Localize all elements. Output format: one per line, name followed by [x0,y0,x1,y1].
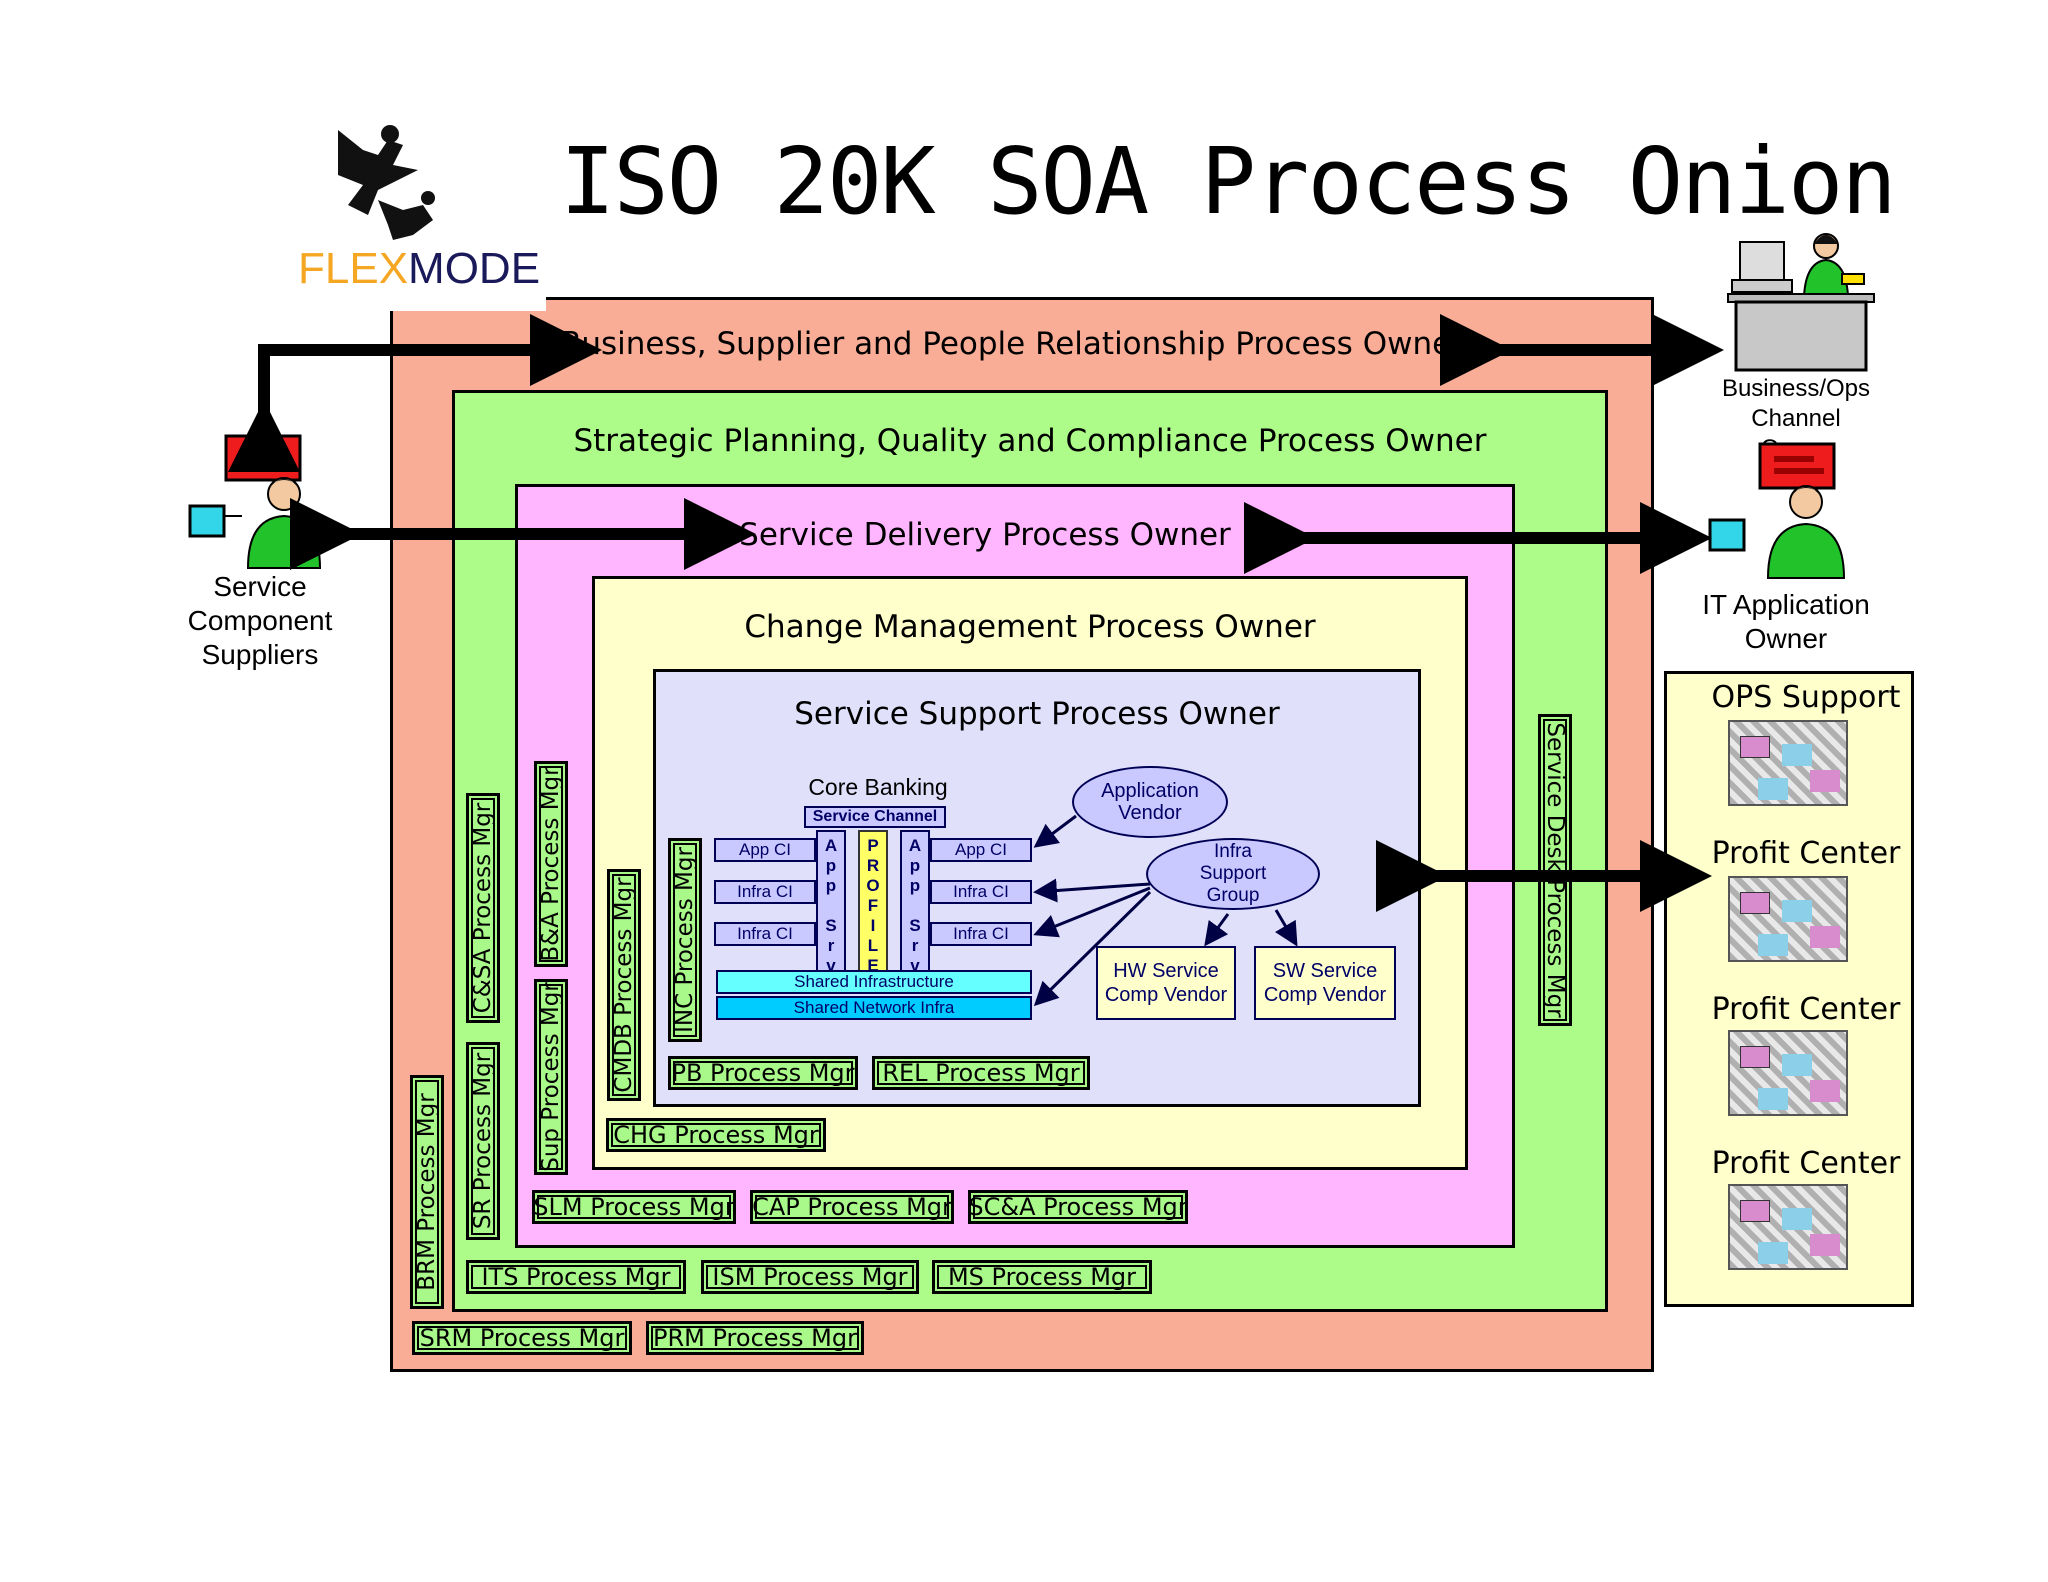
profit-center-3-title: Profit Center [1711,1146,1901,1181]
sw-service-vendor-box: SW Service Comp Vendor [1254,946,1396,1020]
service-channel-box: Service Channel [804,806,946,828]
logo-text-mode: MODE [408,244,541,293]
ism-process-mgr: ISM Process Mgr [701,1260,919,1294]
profile-column: P R O F I L E [858,830,888,976]
jumping-figures-icon [338,125,435,240]
outer-layer-title: Business, Supplier and People Relationsh… [560,326,1464,362]
shared-network-infra-bar: Shared Network Infra [716,996,1032,1020]
application-vendor-ellipse: Application Vendor [1072,766,1228,838]
infra-ci-left-2: Infra CI [714,922,816,946]
brm-process-mgr: BRM Process Mgr [410,1075,444,1309]
srm-process-mgr: SRM Process Mgr [412,1321,632,1355]
profit-center-1-title: Profit Center [1711,836,1901,871]
app-ci-left: App CI [714,838,816,862]
infra-ci-right-1: Infra CI [930,880,1032,904]
profit-center-3-cubicle-icon [1728,1184,1848,1270]
sup-process-mgr: Sup Process Mgr [534,979,568,1175]
infra-ci-left-1: Infra CI [714,880,816,904]
app-ci-right: App CI [930,838,1032,862]
chg-process-mgr: CHG Process Mgr [606,1118,826,1152]
rel-process-mgr: REL Process Mgr [872,1056,1090,1090]
sw-service-vendor-label: SW Service Comp Vendor [1263,960,1387,1006]
pb-process-mgr: PB Process Mgr [668,1056,858,1090]
logo-cutout [390,297,546,311]
change-layer-title: Change Management Process Owner [744,609,1316,645]
app-srv-right: A p p S r v [900,830,930,976]
inc-process-mgr: INC Process Mgr [668,838,702,1042]
sca-process-mgr: SC&A Process Mgr [968,1190,1188,1224]
channel-owner-desk-icon [1727,233,1875,372]
csa-process-mgr: C&SA Process Mgr [466,793,500,1023]
supplier-person-icon [188,434,322,569]
delivery-layer-title: Service Delivery Process Owner [739,517,1231,553]
infra-support-group-ellipse: Infra Support Group [1146,838,1320,910]
profit-center-2-cubicle-icon [1728,1030,1848,1116]
profit-center-1-cubicle-icon [1728,876,1848,962]
hw-service-vendor-label: HW Service Comp Vendor [1104,960,1228,1006]
shared-infrastructure-bar: Shared Infrastructure [716,970,1032,994]
flexmode-logo: FLEXMODE [298,120,540,293]
ops-support-cubicle-icon [1728,720,1848,806]
ba-process-mgr: B&A Process Mgr [534,761,568,967]
infra-ci-right-2: Infra CI [930,922,1032,946]
it-owner-person-icon [1708,442,1846,579]
strategic-layer-title: Strategic Planning, Quality and Complian… [573,423,1487,459]
core-banking-label: Core Banking [808,774,948,800]
logo-text-flex: FLEX [298,244,409,293]
hw-service-vendor-box: HW Service Comp Vendor [1096,946,1236,1020]
cmdb-process-mgr: CMDB Process Mgr [607,869,641,1101]
ms-process-mgr: MS Process Mgr [932,1260,1152,1294]
slm-process-mgr: SLM Process Mgr [532,1190,736,1224]
support-layer-title: Service Support Process Owner [794,696,1280,732]
prm-process-mgr: PRM Process Mgr [646,1321,864,1355]
infra-support-group-label: Infra Support Group [1199,841,1267,906]
ops-support-title: OPS Support [1711,680,1901,715]
cap-process-mgr: CAP Process Mgr [750,1190,954,1224]
logo-text: FLEXMODE [298,244,540,294]
app-srv-left: A p p S r v [816,830,846,976]
sr-process-mgr: SR Process Mgr [466,1042,500,1240]
application-vendor-label: Application Vendor [1101,780,1199,824]
its-process-mgr: ITS Process Mgr [466,1260,686,1294]
service-component-suppliers-label: Service Component Suppliers [187,571,333,670]
it-application-owner-label: IT Application Owner [1702,589,1870,654]
page-title: ISO 20K SOA Process Onion [560,128,1897,235]
service-desk-process-mgr: Service Desk Process Mgr [1538,714,1572,1026]
profit-center-2-title: Profit Center [1711,992,1901,1027]
